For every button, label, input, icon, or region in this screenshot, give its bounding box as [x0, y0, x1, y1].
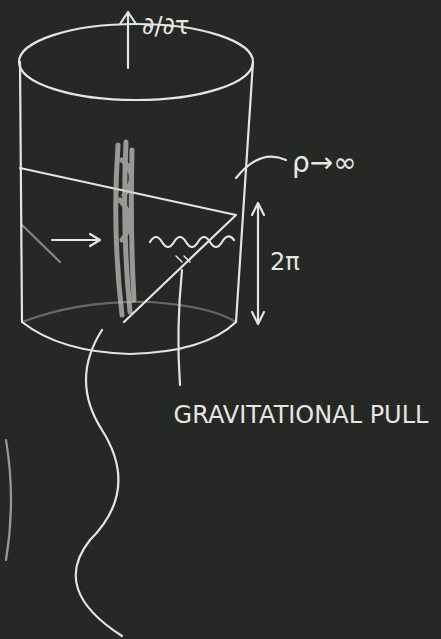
time-arrow — [127, 14, 129, 68]
edge-curve — [6, 440, 11, 560]
cylinder-side — [20, 62, 22, 322]
wavy-line — [76, 330, 122, 636]
period-label: 2π — [270, 248, 300, 277]
arrow-head — [120, 12, 136, 24]
force-arrow — [52, 239, 98, 241]
cylinder-top — [19, 24, 253, 100]
slice-plane — [22, 225, 60, 262]
note-label: GRAVITATIONAL PULL — [170, 394, 432, 437]
central-mass — [116, 142, 134, 315]
arrow-head — [252, 203, 264, 324]
squiggle-line — [150, 236, 234, 247]
tick-marks — [176, 256, 190, 262]
leader-line — [236, 157, 286, 178]
arrow-head — [90, 234, 100, 246]
period-arrow — [257, 205, 259, 322]
leader-line — [178, 270, 182, 385]
cylinder-side — [236, 62, 253, 322]
limit-label: ρ→∞ — [292, 146, 357, 180]
vector-label: ∂/∂τ — [142, 12, 189, 41]
cylinder-bottom — [22, 322, 236, 354]
